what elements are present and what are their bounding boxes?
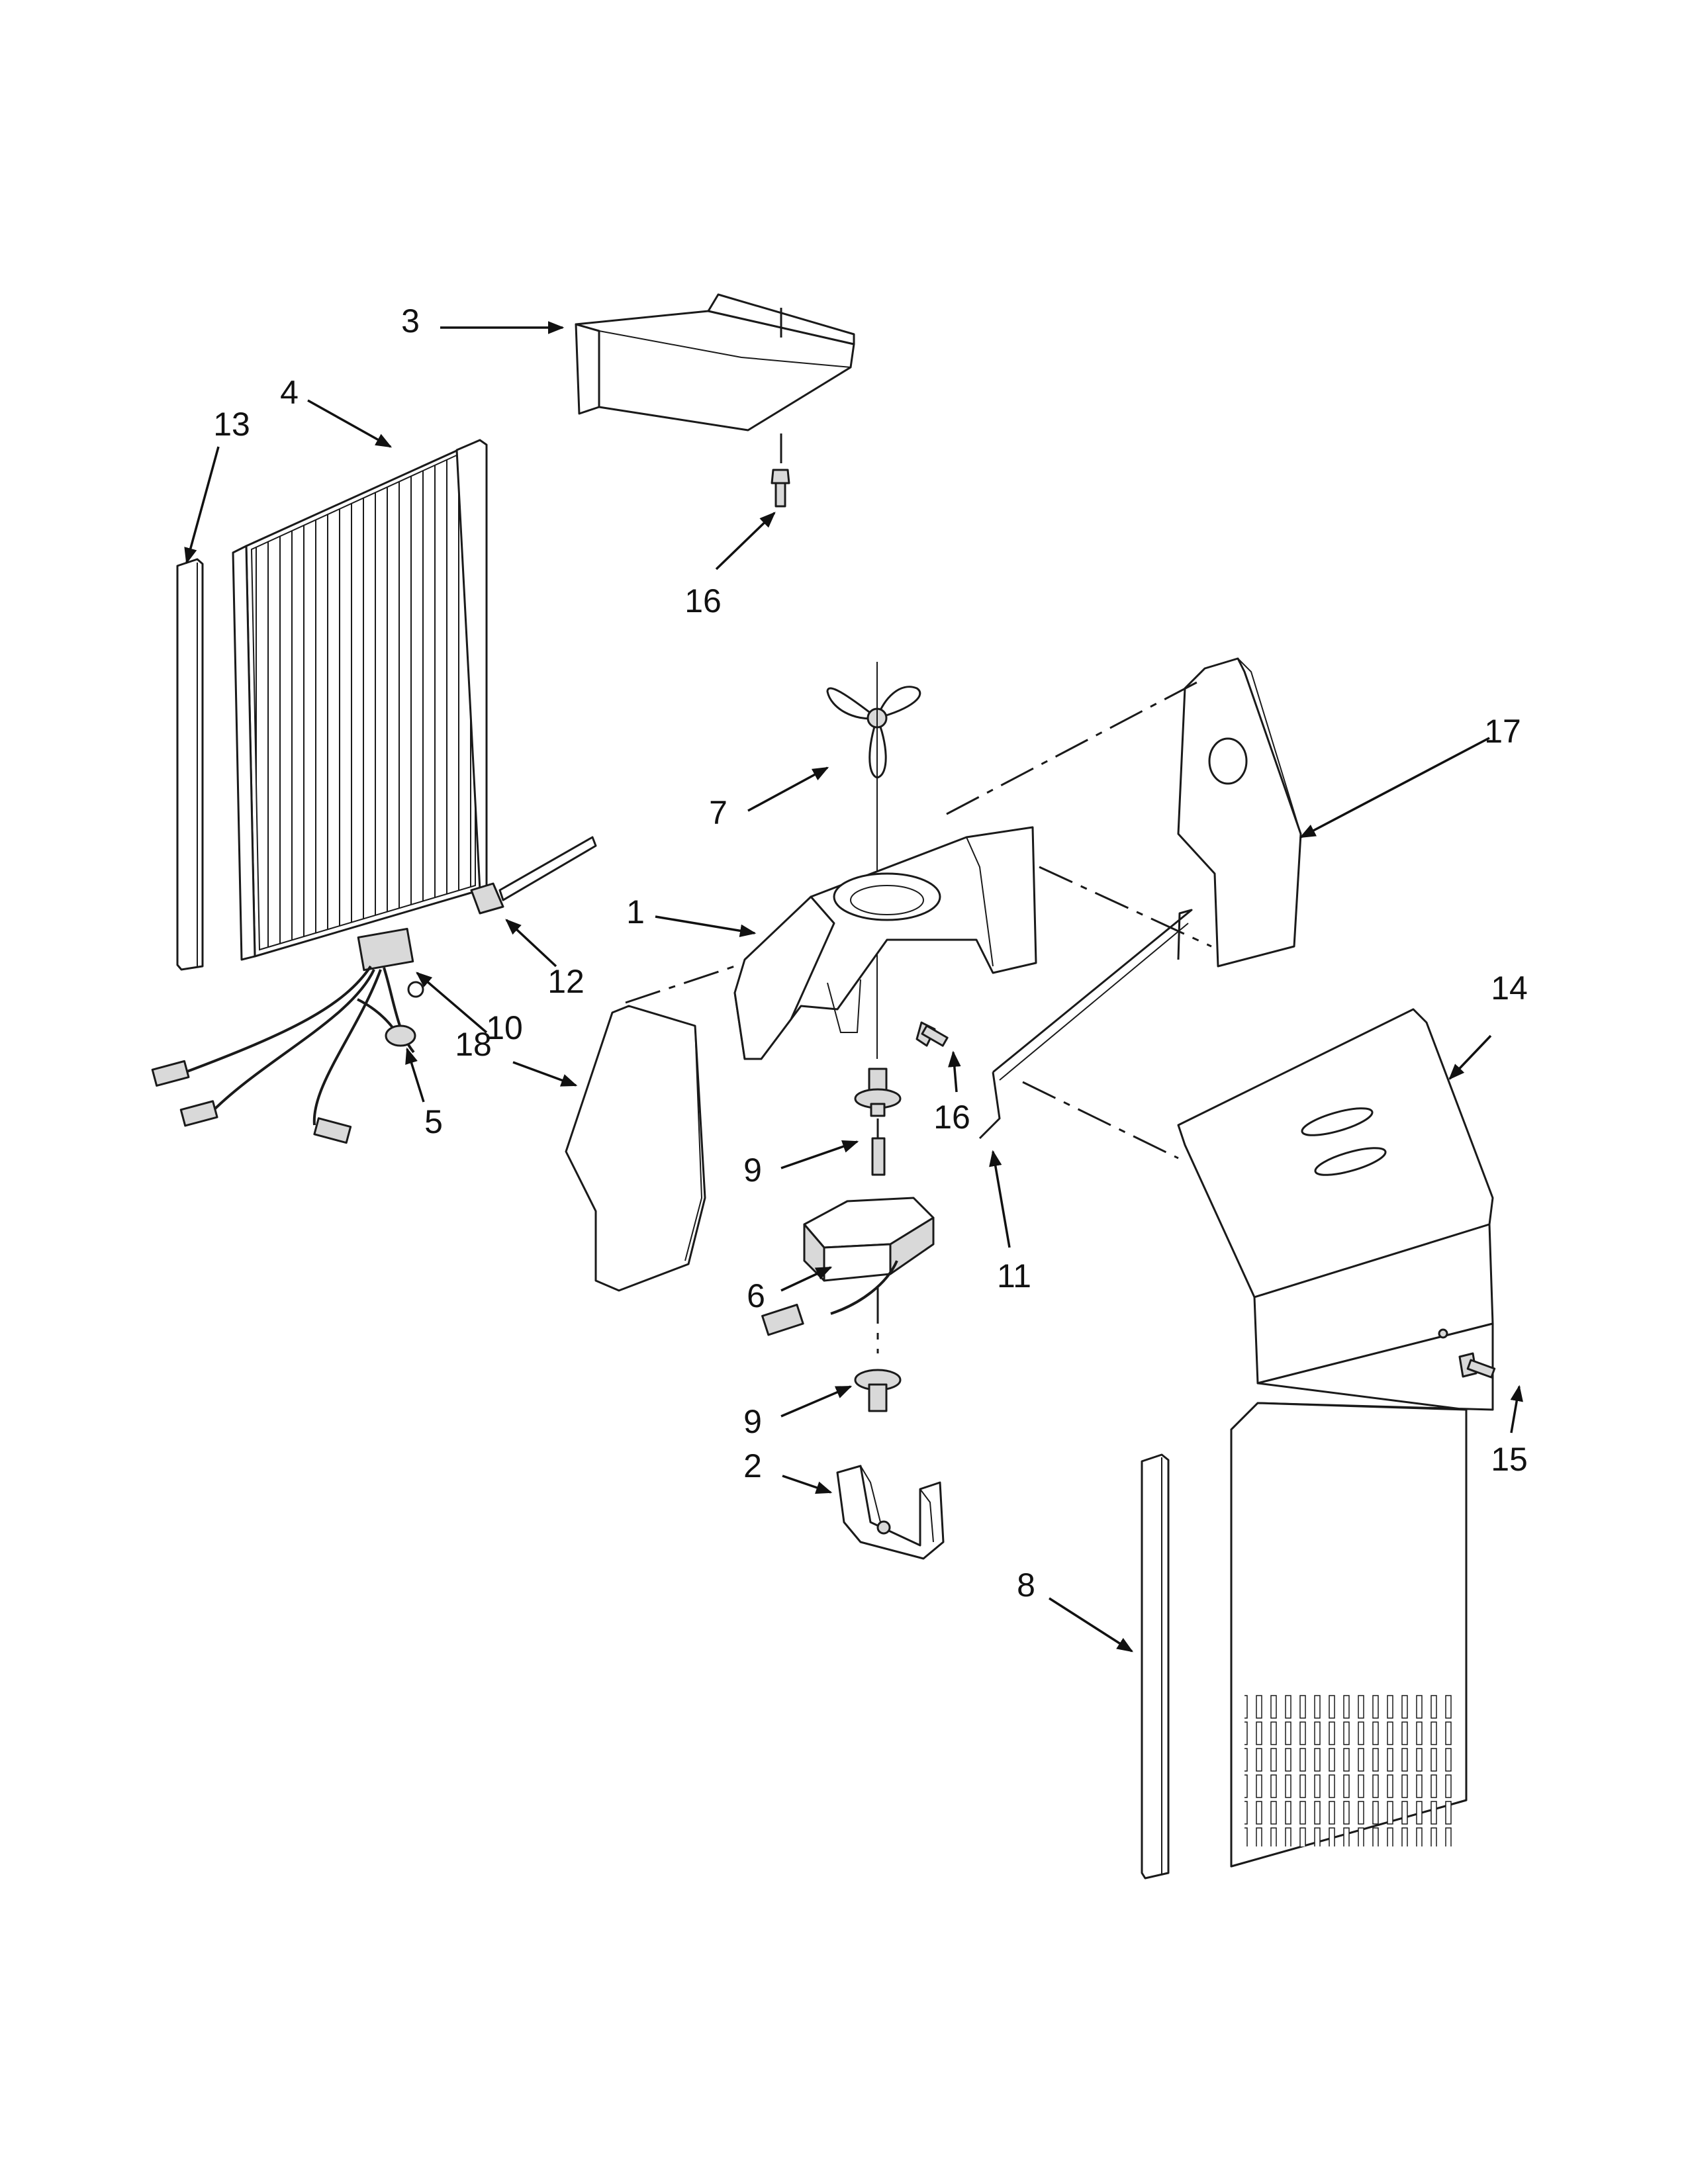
callout-4: 4	[280, 374, 299, 411]
part-3-duct-cover	[575, 293, 855, 463]
leader-lines	[184, 321, 1523, 1653]
part-16-screw-top	[771, 469, 790, 508]
callout-13: 13	[213, 406, 250, 443]
part-12-cable-tie	[470, 836, 597, 915]
callout-2: 2	[743, 1447, 762, 1484]
part-1-fan-shroud	[733, 826, 1037, 1060]
callout-9-upper: 9	[743, 1152, 762, 1189]
part-16-screw-mid	[915, 1021, 949, 1047]
part-8-seal-strip	[1141, 1453, 1170, 1880]
callout-6: 6	[747, 1277, 765, 1314]
callout-5: 5	[424, 1103, 443, 1140]
callout-7: 7	[709, 794, 727, 831]
part-6-fan-motor	[761, 1137, 935, 1336]
part-18-insulation-left	[565, 1005, 706, 1292]
callout-3: 3	[401, 302, 420, 340]
part-11-wire-retainer	[978, 909, 1193, 1140]
callout-16-mid: 16	[933, 1099, 970, 1136]
part-14-duct-cover	[1177, 1008, 1494, 1868]
callout-9-lower: 9	[743, 1403, 762, 1440]
part-10-wire-harness	[151, 927, 415, 1144]
alignment-lines	[625, 680, 1212, 1160]
part-17-insulation-right	[1177, 657, 1302, 968]
callout-10: 10	[486, 1009, 523, 1046]
callout-16-top: 16	[684, 582, 722, 619]
part-7-fan-blade	[826, 662, 921, 1059]
part-2-motor-bracket	[836, 1465, 945, 1560]
callout-17: 17	[1484, 713, 1521, 750]
part-15-screw	[1458, 1352, 1496, 1379]
callout-11: 11	[997, 1257, 1031, 1295]
part-4-evaporator-panel	[232, 439, 488, 961]
callout-15: 15	[1491, 1441, 1528, 1478]
part-9-grommet-lower	[854, 1287, 902, 1412]
callout-8: 8	[1017, 1567, 1035, 1604]
part-13-seal-strip	[176, 558, 204, 971]
callout-14: 14	[1491, 970, 1528, 1007]
callout-12: 12	[547, 963, 585, 1000]
callout-1: 1	[626, 893, 645, 931]
callout-18: 18	[455, 1026, 492, 1063]
callout-labels: 3 4 13 16 17 7 1 12 14 10 18 16 5 9 11 6…	[213, 302, 1528, 1604]
